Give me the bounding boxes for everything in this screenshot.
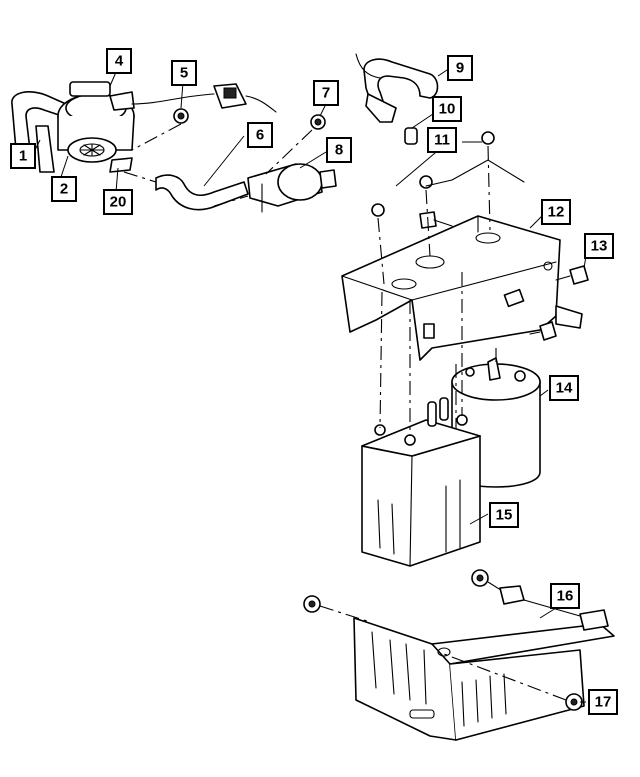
svg-text:11: 11 [434, 132, 450, 149]
svg-text:12: 12 [548, 204, 565, 221]
canister-15 [361, 272, 481, 567]
callout-13: 13 [584, 233, 614, 259]
callout-16: 16 [550, 583, 580, 609]
callout-6: 6 [247, 122, 273, 148]
fastener-5 [131, 108, 189, 151]
bolt-7 [265, 114, 326, 175]
svg-text:2: 2 [60, 181, 68, 198]
callout-10: 10 [432, 96, 462, 122]
svg-text:15: 15 [496, 507, 513, 524]
callout-2: 2 [51, 176, 77, 202]
svg-text:7: 7 [322, 85, 330, 102]
svg-text:4: 4 [115, 53, 124, 70]
filter-8 [213, 163, 337, 213]
wiring-connector [131, 83, 277, 113]
svg-text:14: 14 [556, 380, 573, 397]
callout-1: 1 [10, 143, 36, 169]
svg-text:16: 16 [557, 588, 574, 605]
callout-17: 17 [588, 689, 618, 715]
bolt-13 [529, 265, 589, 341]
svg-text:8: 8 [335, 142, 343, 159]
svg-text:17: 17 [595, 694, 612, 711]
svg-text:13: 13 [591, 238, 608, 255]
callout-12: 12 [541, 199, 571, 225]
svg-text:1: 1 [19, 148, 27, 165]
svg-text:5: 5 [180, 65, 188, 82]
callout-14: 14 [549, 375, 579, 401]
callout-4: 4 [106, 48, 132, 74]
shield-16 [353, 585, 615, 741]
callout-9: 9 [447, 55, 473, 81]
callout-20: 20 [103, 189, 133, 215]
callout-15: 15 [489, 502, 519, 528]
svg-text:9: 9 [456, 60, 464, 77]
svg-text:20: 20 [110, 194, 127, 211]
svg-text:10: 10 [439, 101, 456, 118]
callout-8: 8 [326, 137, 352, 163]
svg-text:6: 6 [256, 127, 264, 144]
hose-clamp-10 [404, 127, 418, 145]
callout-11: 11 [427, 127, 457, 153]
callout-5: 5 [171, 60, 197, 86]
shield-fasteners [303, 569, 583, 711]
callout-7: 7 [313, 80, 339, 106]
hose-6 [123, 171, 249, 211]
leak-detection-pump [11, 81, 135, 173]
mounting-bracket-12 [341, 215, 583, 361]
bracket-bolts [371, 131, 525, 285]
vapor-hose-9 [355, 53, 439, 123]
